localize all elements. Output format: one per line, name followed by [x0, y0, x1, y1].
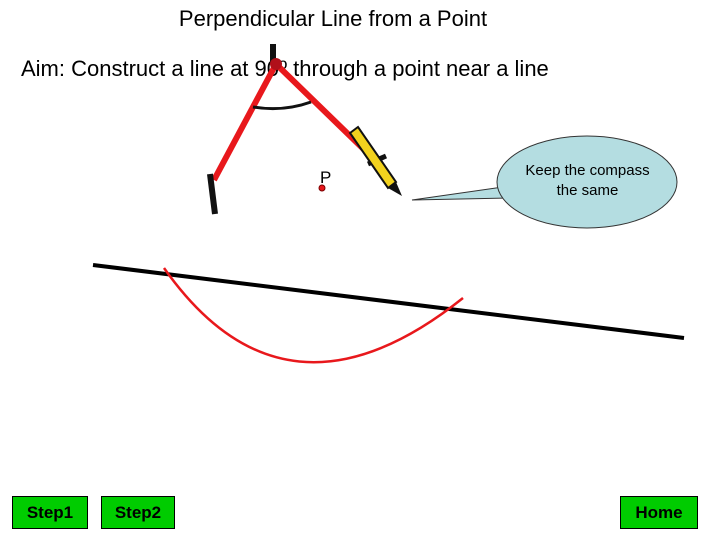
- callout-bubble: [411, 135, 678, 229]
- point-p-label: P: [320, 168, 332, 187]
- given-line: [92, 263, 685, 340]
- callout-text: Keep the compass the same: [525, 162, 650, 199]
- pencil-icon: [348, 125, 402, 196]
- home-button[interactable]: Home: [620, 496, 698, 529]
- construction-arc: [162, 267, 464, 364]
- compass-icon: [207, 44, 402, 215]
- step2-button[interactable]: Step2: [101, 496, 175, 529]
- point-p-marker: [318, 184, 326, 192]
- step1-button[interactable]: Step1: [12, 496, 88, 529]
- page-title: Perpendicular Line from a Point: [178, 6, 488, 31]
